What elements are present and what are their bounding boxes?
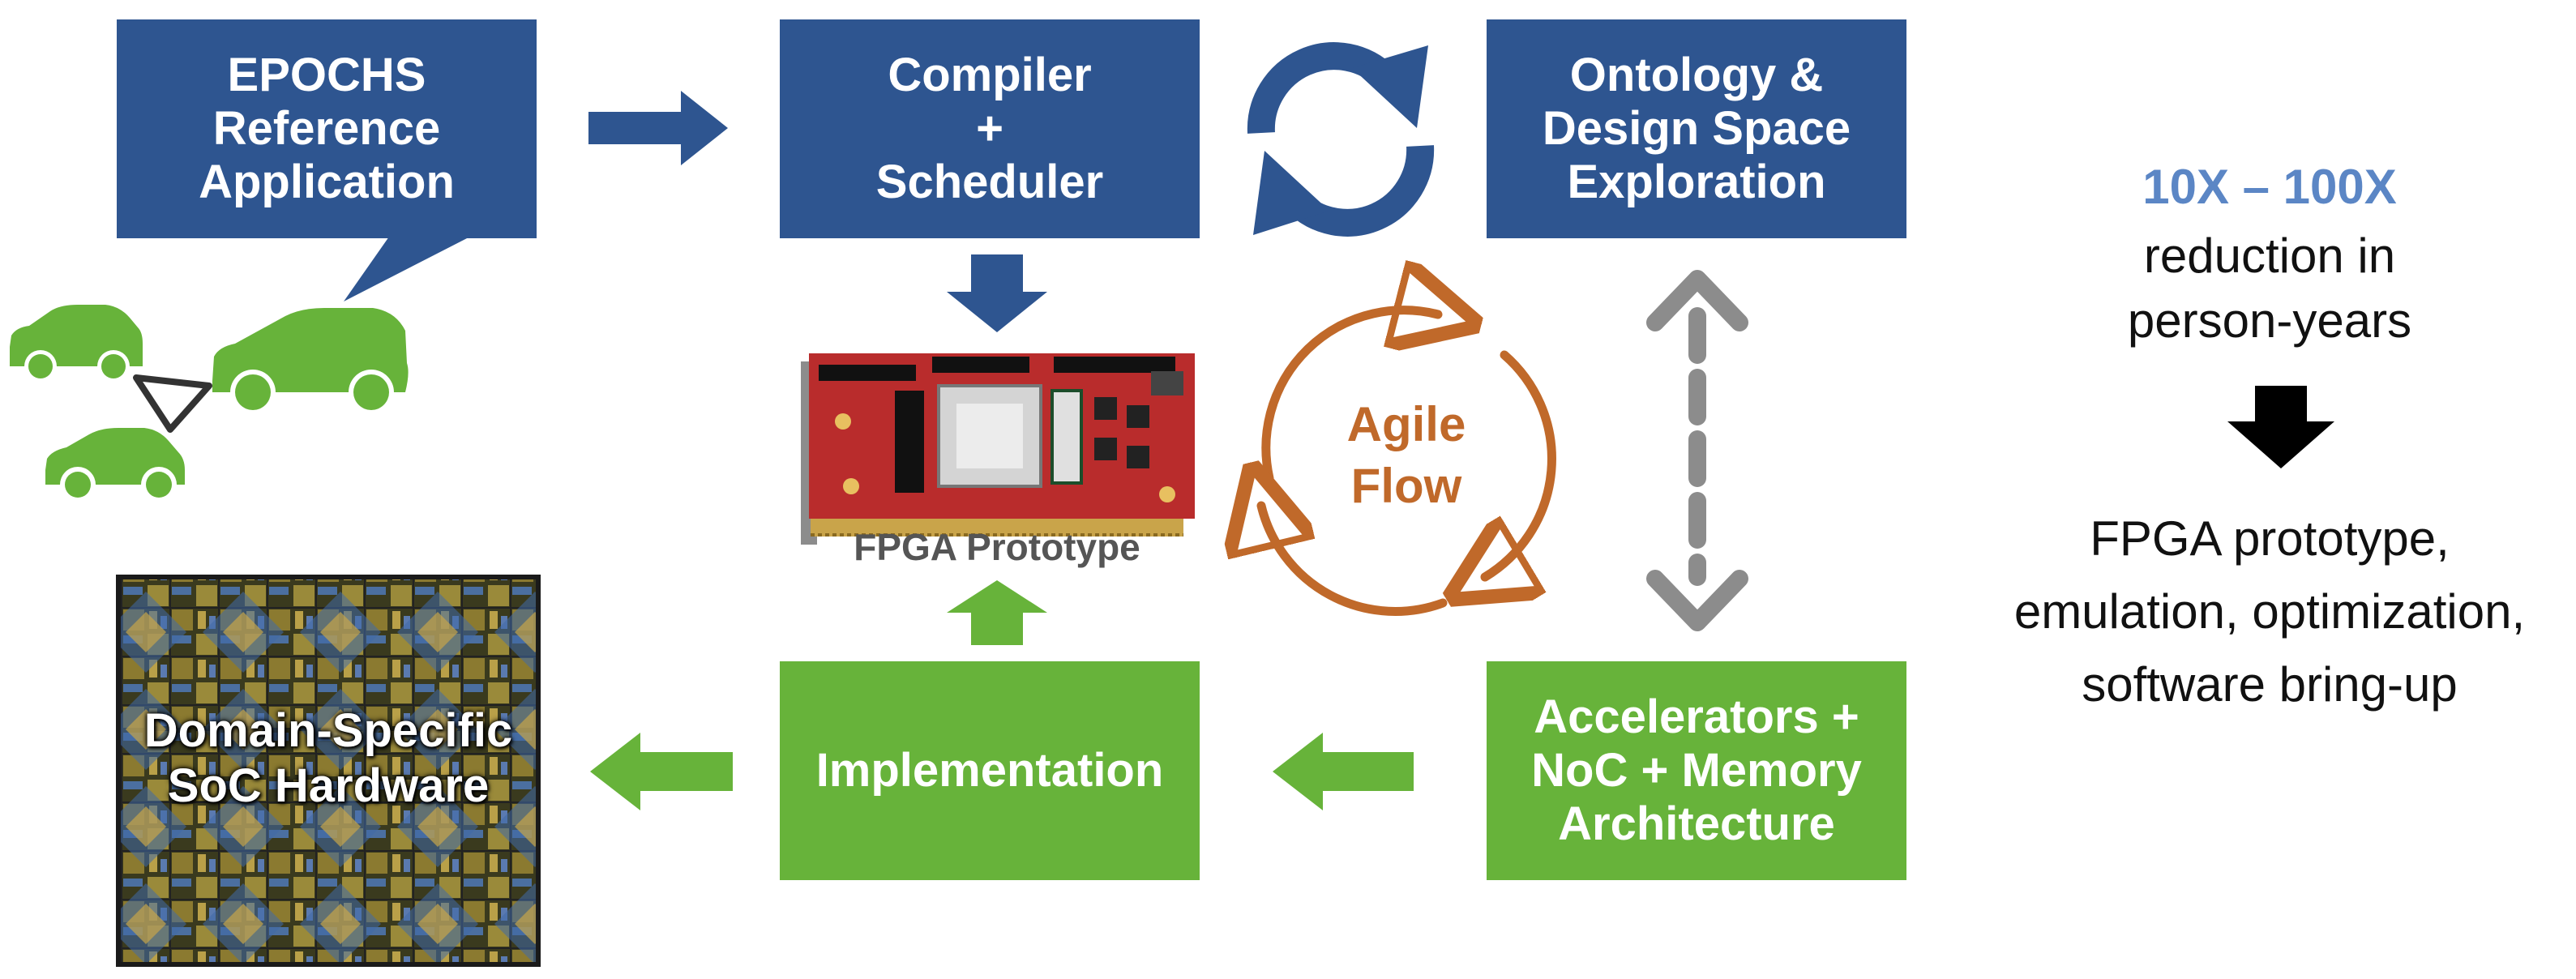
arrow-reduction-to-outcome bbox=[2227, 386, 2334, 468]
compiler-scheduler-box: Compiler + Scheduler bbox=[780, 19, 1200, 238]
agile-flow-label: Agile Flow bbox=[1346, 397, 1466, 513]
arrow-implementation-to-soc bbox=[590, 733, 733, 810]
soc-chip-image bbox=[116, 575, 541, 967]
fpga-prototype-label: FPGA Prototype bbox=[854, 526, 1140, 568]
car-icon-2 bbox=[212, 308, 409, 415]
implementation-box: Implementation bbox=[780, 661, 1200, 880]
outcome-text: FPGA prototype, emulation, optimization,… bbox=[2013, 511, 2526, 712]
arrow-implementation-to-fpga bbox=[947, 580, 1047, 645]
car-icon-3 bbox=[45, 428, 185, 502]
agile-flow-cycle bbox=[1261, 310, 1556, 616]
fpga-board-image bbox=[801, 353, 1195, 545]
sync-cycle-icon bbox=[1247, 42, 1435, 237]
triangle-connector-icon bbox=[133, 374, 212, 433]
epochs-reference-application-box: EPOCHS Reference Application bbox=[117, 19, 537, 238]
car-icon-1 bbox=[10, 305, 143, 383]
arrow-compiler-to-fpga bbox=[947, 254, 1047, 332]
soc-hardware-label: Domain-Specific SoC Hardware bbox=[143, 704, 513, 812]
arrow-accelerators-to-implementation bbox=[1273, 733, 1414, 810]
arrow-epochs-to-compiler bbox=[588, 91, 728, 165]
accelerators-noc-memory-box: Accelerators + NoC + Memory Architecture bbox=[1487, 661, 1906, 880]
speech-bubble-tail bbox=[344, 237, 470, 301]
reduction-headline: 10X – 100X bbox=[2142, 160, 2397, 214]
ontology-design-space-box: Ontology & Design Space Exploration bbox=[1487, 19, 1906, 238]
dashed-bidirectional-arrow bbox=[1646, 270, 1748, 631]
reduction-subtext: reduction in person-years bbox=[2127, 229, 2412, 348]
